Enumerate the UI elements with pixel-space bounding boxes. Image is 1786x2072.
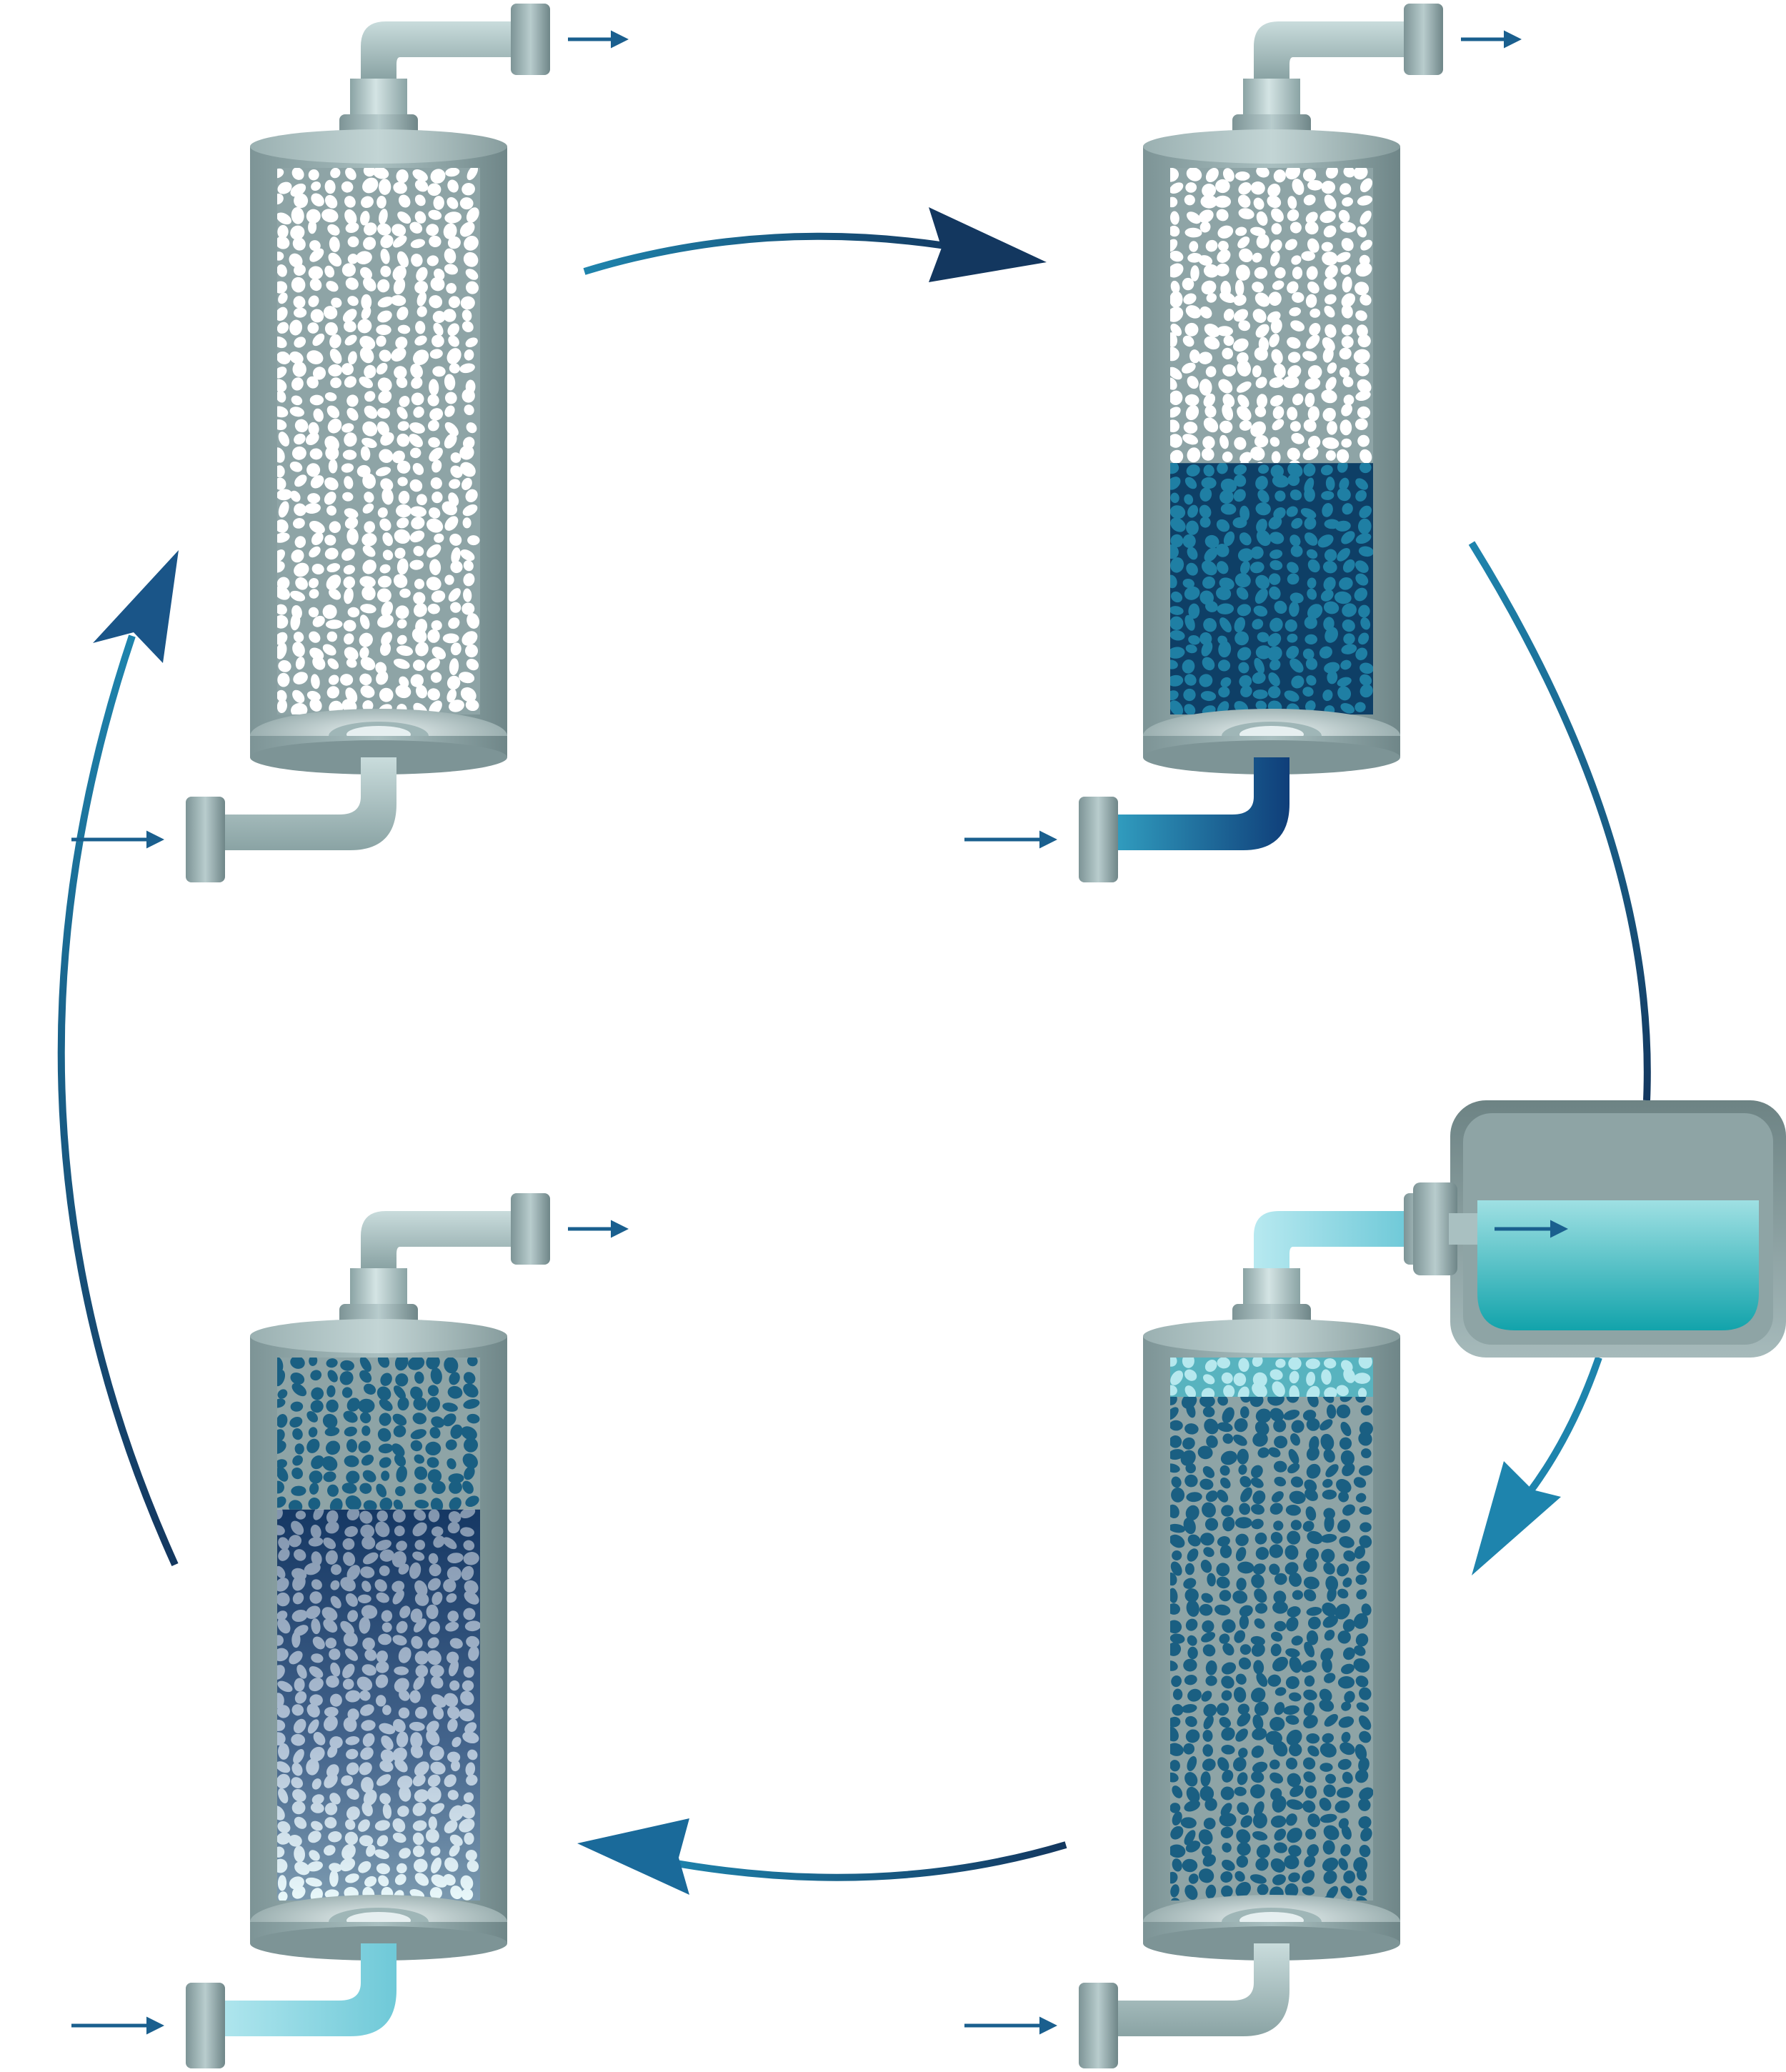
cycle-arrow-icon <box>1525 1356 1602 1495</box>
cycle-arrow-down <box>1472 1356 1602 1575</box>
cycle-arrow-bottom <box>577 1818 1067 1895</box>
vessel-exhausted <box>964 1193 1522 2068</box>
vessel-loading <box>964 4 1522 882</box>
cycle-arrow-icon <box>1468 541 1651 1101</box>
cycle-arrow-icon <box>664 1841 1067 1881</box>
cycle-arrow-icon <box>583 232 972 275</box>
regenerant-tank <box>1413 1100 1786 1358</box>
cycle-arrow-right <box>1468 541 1651 1101</box>
vessel-regenerating <box>71 1193 629 2068</box>
cycle-arrow-left <box>57 550 179 1567</box>
vessel-group <box>71 4 1522 2068</box>
vessel-fresh <box>71 4 629 882</box>
cycle-arrow-top <box>583 207 1047 282</box>
cycle-arrow-icon <box>57 634 179 1567</box>
regenerant-liquid <box>1477 1200 1759 1330</box>
